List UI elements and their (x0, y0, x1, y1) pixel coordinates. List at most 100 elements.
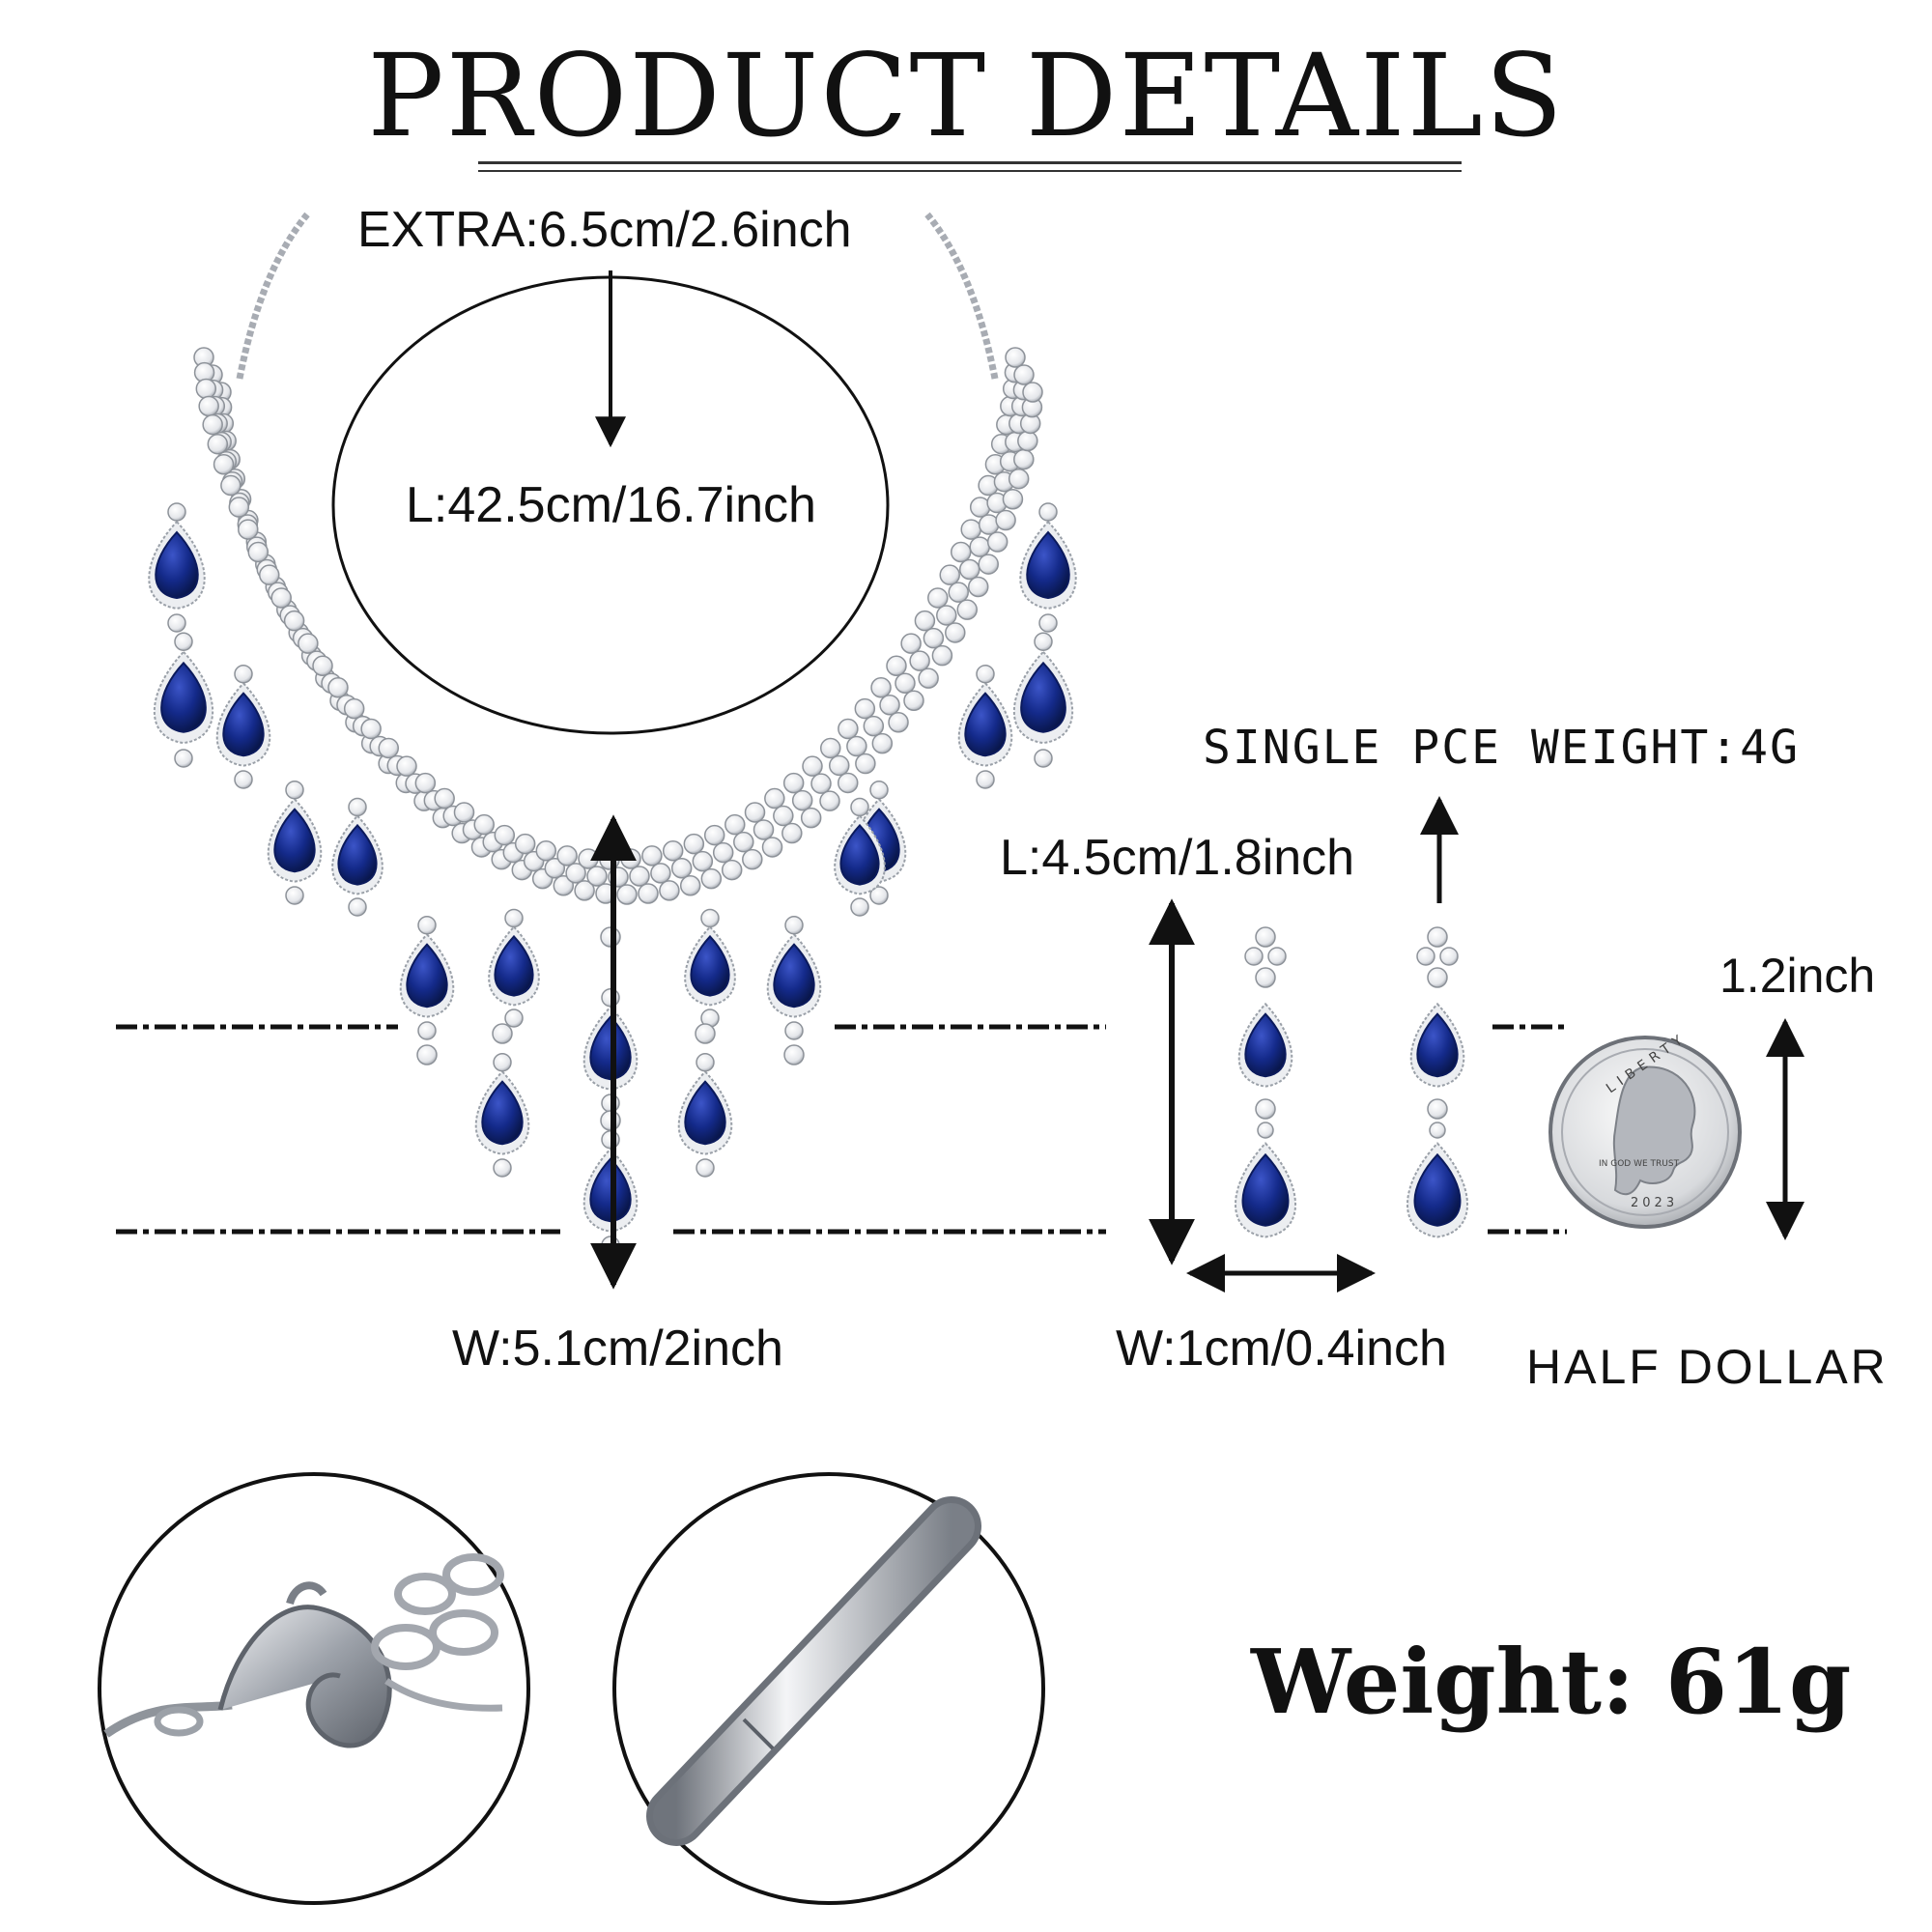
earring-post-icon (646, 1496, 981, 1846)
crystal-stone (939, 564, 960, 585)
crystal-stone (721, 859, 743, 881)
sapphire-drop (690, 934, 730, 997)
crystal-stone (414, 772, 437, 794)
crystal-stone (802, 755, 823, 777)
crystal-stone (846, 735, 867, 757)
crystal-stone (850, 897, 869, 917)
crystal-stone (995, 509, 1016, 531)
crystal-stone (819, 790, 840, 811)
crystal-stone (616, 884, 638, 905)
crystal-stone (976, 770, 995, 789)
title-underline (478, 161, 1462, 164)
crystal-stone (650, 863, 671, 884)
crystal-stone (918, 668, 939, 689)
crystal-stone (1439, 947, 1459, 966)
sapphire-drop (155, 530, 199, 600)
crystal-stone (396, 755, 417, 777)
crystal-stone (1005, 347, 1026, 368)
crystal-stone (936, 605, 957, 626)
necklace-chain (236, 212, 310, 380)
crystal-stone (784, 916, 804, 935)
crystal-stone (1013, 364, 1035, 385)
earrings (1235, 926, 1468, 1238)
sapphire-drop (273, 808, 316, 873)
lobster-clasp-icon (103, 1553, 504, 1748)
crystal-stone (888, 712, 909, 733)
crystal-stone (1017, 430, 1038, 452)
crystal-stone (692, 850, 714, 872)
crystal-stone (629, 866, 650, 887)
crystal-stone (493, 1053, 512, 1072)
sapphire-drop (839, 823, 880, 886)
crystal-stone (886, 655, 907, 676)
crystal-stone (879, 695, 900, 716)
crystal-stone (871, 732, 894, 754)
coin-label: HALF DOLLAR (1526, 1340, 1889, 1394)
crystal-stone (1034, 749, 1053, 768)
crystal-stone (247, 541, 270, 563)
crystal-stone (950, 541, 972, 563)
crystal-stone (967, 576, 989, 598)
crystal-stone (810, 773, 832, 794)
crystal-stone (703, 824, 725, 846)
crystal-stone (800, 807, 822, 829)
sapphire-drop (337, 823, 378, 886)
crystal-stone (909, 650, 930, 671)
crystal-stone (638, 883, 659, 904)
coin-motto: IN GOD WE TRUST (1599, 1159, 1680, 1169)
sapphire-drop (1416, 1012, 1459, 1078)
crystal-stone (724, 813, 746, 836)
crystal-stone (927, 587, 949, 609)
crystal-stone (378, 737, 400, 759)
sapphire-drop (160, 661, 207, 733)
coin-icon (1548, 1036, 1742, 1229)
sapphire-drop (222, 692, 265, 757)
crystal-stone (228, 497, 250, 518)
crystal-stone (416, 1044, 438, 1065)
crystal-stone (312, 655, 333, 676)
crystal-stone (167, 502, 186, 522)
crystal-stone (327, 677, 349, 698)
crystal-stone (773, 805, 794, 827)
crystal-stone (504, 908, 524, 928)
crystal-stone (683, 833, 705, 855)
crystal-stone (733, 831, 754, 853)
crystal-stone (791, 789, 813, 811)
crystal-stone (1244, 947, 1264, 966)
crystal-stone (850, 797, 869, 817)
crystal-stone (659, 880, 680, 901)
crystal-stone (753, 819, 775, 840)
crystal-stone (679, 875, 701, 896)
crystal-stone (298, 633, 319, 654)
sapphire-drop (1413, 1152, 1462, 1227)
crystal-stone (976, 665, 995, 684)
crystal-stone (869, 781, 889, 800)
crystal-stone (1002, 488, 1024, 510)
crystal-stone (863, 715, 885, 737)
crystal-stone (641, 845, 663, 867)
crystal-stone (931, 644, 953, 667)
page-title: PRODUCT DETAILS (367, 29, 1565, 162)
coin-size-label: 1.2inch (1719, 949, 1876, 1003)
crystal-stone (492, 1023, 513, 1044)
crystal-stone (956, 599, 978, 620)
crystal-stone (238, 519, 259, 540)
crystal-stone (903, 690, 924, 711)
crystal-stone (198, 395, 219, 417)
crystal-stone (586, 866, 608, 887)
crystal-stone (195, 378, 217, 400)
crystal-stone (744, 802, 766, 823)
crystal-stone (742, 848, 763, 870)
sapphire-drop (481, 1080, 524, 1146)
crystal-stone (1013, 448, 1035, 470)
crystal-stone (670, 858, 693, 879)
crystal-stone (854, 697, 876, 720)
crystal-stone (869, 886, 889, 905)
crystal-stone (535, 840, 557, 862)
crystal-stone (1008, 468, 1030, 490)
sapphire-drop (494, 934, 534, 997)
crystal-stone (202, 413, 223, 436)
crystal-stone (417, 916, 437, 935)
crystal-stone (978, 554, 999, 575)
